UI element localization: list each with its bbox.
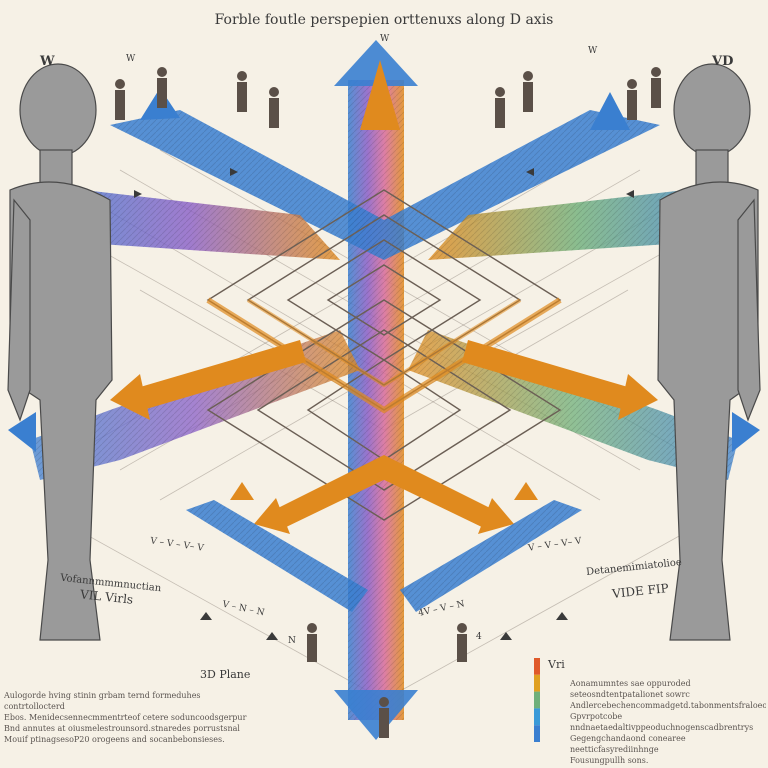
caption-right: Aonamumntes sae oppuroded seteosndtentpa… [570, 678, 766, 766]
small-figure [495, 87, 505, 128]
caption-left: Aulogorde hving stinin grbam ternd forme… [4, 690, 254, 745]
small-figures [115, 67, 661, 738]
arrow-left-down [110, 340, 306, 420]
legend-swatch [534, 674, 540, 692]
arrow-bottom-left [254, 455, 394, 534]
label-w-top-center: W [380, 34, 390, 44]
label-vri: Vri [548, 658, 565, 671]
caption-line: Aulogorde hving stinin grbam ternd forme… [4, 691, 201, 711]
small-figure [157, 67, 167, 108]
legend-swatch [534, 691, 540, 709]
small-figure [627, 79, 637, 120]
caption-line: Ebos. Menidecsennecmmentrteof cetere sod… [4, 713, 247, 722]
arrow-right-down [462, 340, 658, 420]
label-w-top-left: W [126, 54, 136, 64]
small-figure [237, 71, 247, 112]
label-3d-plane: 3D Plane [200, 668, 251, 681]
legend-color-bar [534, 658, 540, 742]
caption-line: Gegengchandaond conearee neetticfasyredi… [570, 734, 686, 754]
legend-swatch [534, 725, 540, 742]
label-w-top-right: W [588, 46, 598, 56]
label-vd-right: VD [712, 54, 734, 69]
small-figure [457, 623, 467, 662]
human-figure-right [657, 63, 761, 641]
human-figure-left [7, 63, 113, 641]
caption-line: Aonamumntes sae oppuroded seteosndtentpa… [570, 679, 691, 699]
marker-4: 4 [476, 632, 482, 642]
direction-markers [134, 168, 634, 640]
diagram-title: Forble foutle perspepien orttenuxs along… [214, 12, 554, 28]
caption-line: Bnd annutes at oiusmelestrounsord.stnare… [4, 724, 240, 733]
legend-swatch [534, 658, 540, 675]
caption-line: Gpvrpotcobe nndnaetaedaltivppeoduchnogen… [570, 712, 754, 732]
beam-upper-right [384, 92, 660, 260]
legend-swatch [534, 708, 540, 726]
small-figure [523, 71, 533, 112]
marker-n: N [288, 636, 296, 646]
caption-line: Fousungpullh sons. [570, 756, 649, 765]
caption-line: Mouif ptinagsesoP20 orogeens and socanbe… [4, 735, 225, 744]
label-w-left: W [40, 54, 55, 69]
small-figure [379, 697, 389, 738]
beam-bottom-right [400, 482, 582, 612]
small-figure [307, 623, 317, 662]
small-figure [651, 67, 661, 108]
small-figure [115, 79, 125, 120]
caption-line: Andlercebechencommadgetd.tabonmentsfralo… [570, 701, 766, 710]
beam-bottom-left [186, 482, 368, 612]
small-figure [269, 87, 279, 128]
arrow-bottom-right [374, 455, 514, 534]
